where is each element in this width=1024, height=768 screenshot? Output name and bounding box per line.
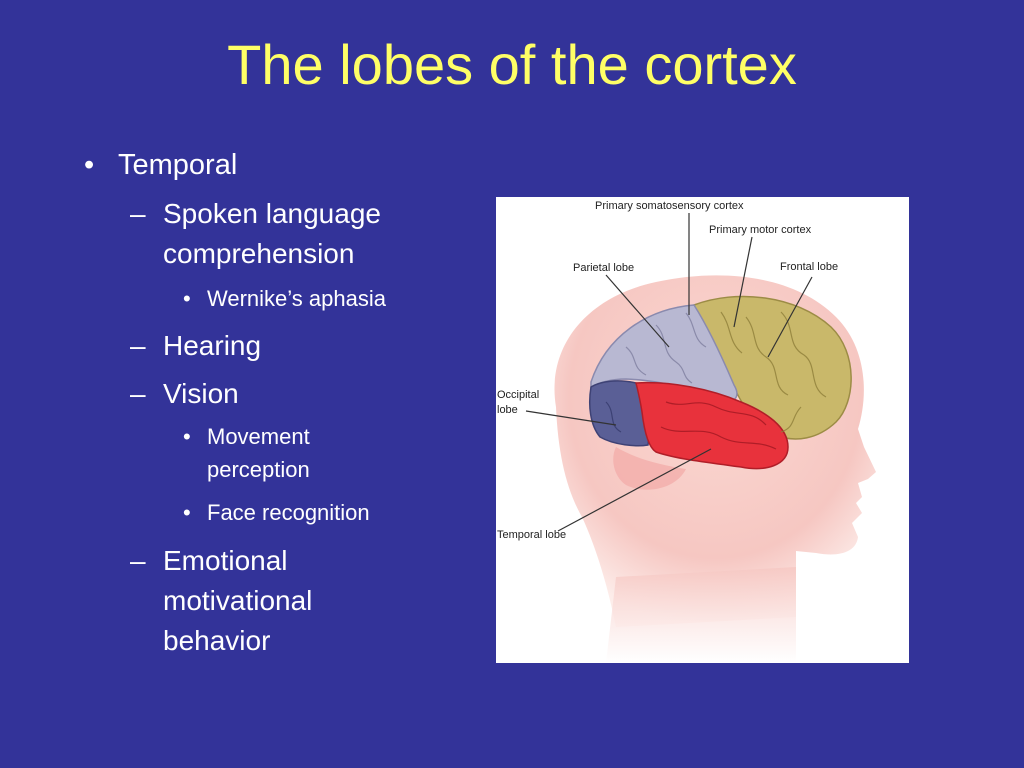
bullet-wernike: Wernike’s aphasia [207,286,386,311]
dash-marker: – [130,198,146,229]
bullet-face-recognition: Face recognition [207,500,370,525]
bullet-movement-line1: Movement [207,424,310,449]
bullet-temporal: Temporal [118,149,238,181]
occipital-lobe [588,380,650,447]
brain-lobes-diagram: Primary somatosensory cortex Primary mot… [496,197,909,663]
bullet-emotional-line2: motivational [163,585,313,616]
cerebellum [613,447,686,490]
bullet-movement-line2: perception [207,457,310,482]
label-occipital-lobe-line1: Occipital [497,389,540,401]
parietal-lobe [590,304,738,402]
dash-marker: – [130,330,146,361]
bullet-marker: • [183,286,191,311]
bullet-vision: Vision [163,378,239,409]
label-primary-motor-cortex: Primary motor cortex [709,224,812,236]
neck-fade [606,567,796,663]
slide-title: The lobes of the cortex [227,33,797,96]
dash-marker: – [130,378,146,409]
bullet-spoken-language-line1: Spoken language [163,198,381,229]
label-parietal-lobe: Parietal lobe [573,262,635,274]
dash-marker: – [130,545,146,576]
label-primary-somatosensory-cortex: Primary somatosensory cortex [595,200,744,212]
brain-illustration [525,213,876,663]
bullet-emotional-line3: behavior [163,625,271,656]
gyri-texture [605,311,827,450]
bullet-marker: • [183,424,191,449]
label-occipital-lobe-line2: lobe [497,404,518,416]
label-temporal-lobe: Temporal lobe [497,529,567,541]
bullet-marker: • [84,149,95,181]
bullet-spoken-language-line2: comprehension [163,238,355,269]
bullet-marker: • [183,500,191,525]
bullet-hearing: Hearing [163,330,262,361]
leader-lines [525,213,813,532]
bullet-emotional-line1: Emotional [163,545,288,576]
label-frontal-lobe: Frontal lobe [780,261,839,273]
